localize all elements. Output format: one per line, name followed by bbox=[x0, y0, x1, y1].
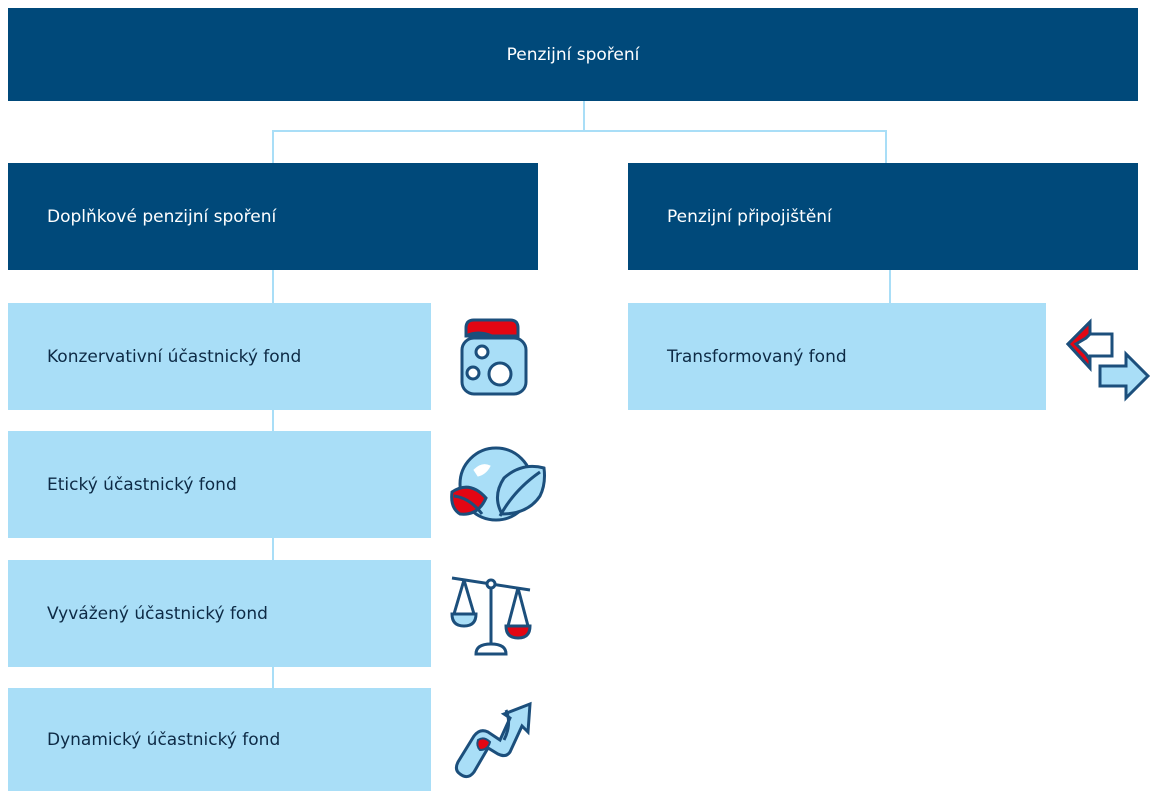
fund-label: Konzervativní účastnický fond bbox=[47, 346, 302, 367]
root-node: Penzijní spoření bbox=[8, 8, 1138, 101]
root-label: Penzijní spoření bbox=[506, 44, 640, 65]
branch-node-doplnkove: Doplňkové penzijní spoření bbox=[8, 163, 538, 270]
jar-icon bbox=[460, 318, 528, 396]
fund-node-vyvazeny: Vyvážený účastnický fond bbox=[8, 560, 431, 667]
fund-node-konzervativni: Konzervativní účastnický fond bbox=[8, 303, 431, 410]
branch-label: Doplňkové penzijní spoření bbox=[47, 206, 277, 227]
fund-label: Vyvážený účastnický fond bbox=[47, 603, 268, 624]
scales-icon bbox=[450, 576, 532, 656]
rising-arrow-icon bbox=[454, 701, 532, 779]
globe-leaves-icon bbox=[450, 446, 546, 522]
fund-label: Transformovaný fond bbox=[667, 346, 847, 367]
branch-label: Penzijní připojištění bbox=[667, 206, 832, 227]
fund-node-dynamicky: Dynamický účastnický fond bbox=[8, 688, 431, 791]
fund-node-transformovany: Transformovaný fond bbox=[628, 303, 1046, 410]
fund-label: Etický účastnický fond bbox=[47, 474, 237, 495]
exchange-arrows-icon bbox=[1065, 318, 1150, 402]
branch-node-pripojisteni: Penzijní připojištění bbox=[628, 163, 1138, 270]
fund-label: Dynamický účastnický fond bbox=[47, 729, 281, 750]
fund-node-eticky: Etický účastnický fond bbox=[8, 431, 431, 538]
